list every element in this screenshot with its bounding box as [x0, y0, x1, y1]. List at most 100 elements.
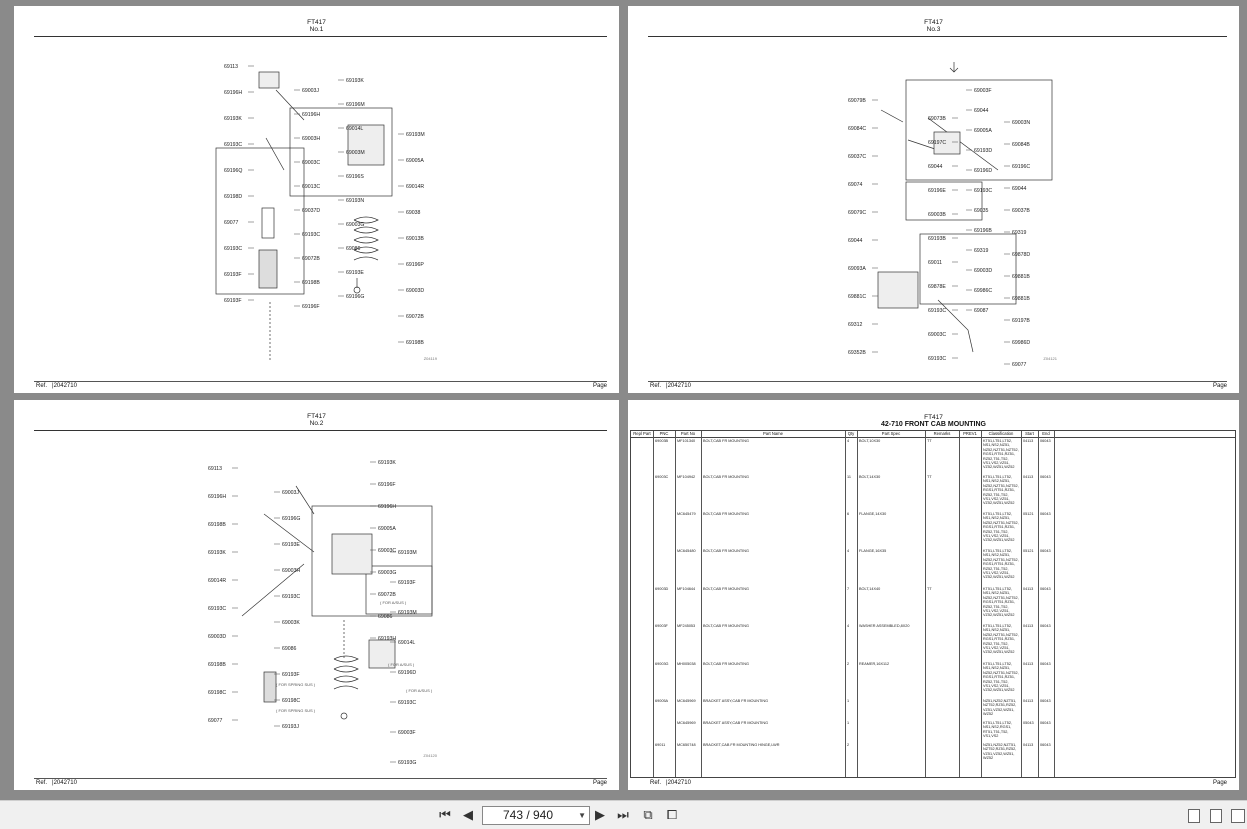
facing-view-icon[interactable]: [1231, 809, 1245, 823]
first-page-icon[interactable]: ⏮: [439, 807, 451, 822]
continuous-view-icon[interactable]: [1210, 809, 1222, 823]
part-callout: 69196H: [224, 90, 242, 96]
part-callout: 69077: [224, 220, 239, 226]
table-header-rule: [631, 437, 1235, 438]
part-callout: 69198B: [208, 522, 226, 528]
part-callout: 69086: [282, 646, 297, 652]
page-layout-icon[interactable]: ⧉: [643, 807, 653, 822]
two-page-icon[interactable]: ⧠: [666, 807, 678, 822]
footer-rule: [34, 778, 607, 779]
part-callout: 69003F: [974, 88, 992, 94]
part-callout: 69003H: [282, 568, 300, 574]
part-callout: 69881C: [848, 294, 866, 300]
part-callout: 69005A: [974, 128, 992, 134]
variant-note: ( FOR A/SUS ): [388, 662, 415, 667]
table-cell: MC650748: [677, 743, 696, 747]
exploded-diagram: 69079B69003F69073B69003N69084C6904469197…: [848, 62, 1053, 368]
part-callout: 69196S: [346, 174, 364, 180]
page-number-select[interactable]: 743 / 940 ▼: [482, 806, 590, 825]
part-callout: 69003B: [928, 212, 946, 218]
table-cell: KT51,LT51,LT52,NS1,NS2,NZ51,NZ52,NZT51,N…: [983, 549, 1019, 580]
single-page-view-icon[interactable]: [1188, 809, 1200, 823]
part-callout: 69193K: [346, 78, 364, 84]
table-cell: MC645479: [677, 512, 696, 516]
table-cell: TT: [927, 587, 932, 591]
table-cell: BOLT,CAB FR MOUNTING: [703, 439, 749, 443]
table-cell: BOLT,CAB FR MOUNTING: [703, 587, 749, 591]
part-callout: 69079B: [848, 98, 866, 104]
column-divider: [981, 431, 982, 777]
table-cell: KT51,LT51,LT52,NS1,NS2,NZ51,NZ52,NZT51,N…: [983, 624, 1019, 655]
part-callout: 69193C: [974, 188, 992, 194]
table-cell: KT51,LT51,LT52,NS1,NS2,RGS1,RT51,T51,T52…: [983, 721, 1012, 739]
part-callout: 69196F: [302, 304, 320, 310]
part-callout: 69003H: [302, 136, 320, 142]
table-cell: KT51,LT51,LT52,NS1,NS2,NZ51,NZ52,NZT51,N…: [983, 512, 1019, 543]
part-callout: 69196H: [378, 504, 396, 510]
table-cell: 69003B: [655, 439, 669, 443]
part-callout: 69072B: [302, 256, 320, 262]
part-callout: 69037D: [302, 208, 320, 214]
table-cell: 06043: [1040, 662, 1051, 666]
table-cell: KT51,LT51,LT52,NS1,NS2,NZ51,NZ52,NZT51,N…: [983, 662, 1019, 693]
table-cell: MC645969: [677, 721, 696, 725]
part-callout: 69193F: [398, 580, 416, 586]
part-callout: 69003G: [378, 570, 396, 576]
table-cell: MF101340: [677, 439, 696, 443]
part-callout: 69003C: [302, 160, 320, 166]
part-callout: 69014R: [208, 578, 226, 584]
table-cell: 05121: [1023, 549, 1034, 553]
table-cell: 06043: [1040, 699, 1051, 703]
part-callout: 69312: [848, 322, 863, 328]
part-callout: 69193C: [224, 142, 242, 148]
part-callout: 69005A: [378, 526, 396, 532]
part-callout: 69193C: [302, 232, 320, 238]
part-callout: 69093A: [848, 266, 866, 272]
table-cell: KT51,LT51,LT52,NS1,NS2,NZ51,NZ52,NZT51,N…: [983, 587, 1019, 618]
footer-rule: [648, 381, 1227, 382]
part-callout: 69193C: [398, 700, 416, 706]
part-callout: 69197B: [1012, 318, 1030, 324]
table-cell: 69011: [655, 743, 666, 747]
part-callout: 69003J: [282, 490, 299, 496]
part-callout: 69198B: [406, 340, 424, 346]
part-callout: 69198C: [208, 690, 226, 696]
figure-number: Z04119: [423, 356, 437, 361]
table-cell: REAMER,16X112: [859, 662, 890, 666]
table-cell: 04113: [1023, 624, 1034, 628]
column-header: Part Name: [701, 431, 846, 437]
prev-page-icon[interactable]: ◀: [463, 807, 473, 822]
column-divider: [845, 431, 846, 777]
table-cell: NZ51,NZ52,NZT51,NZT52,RZ51,RZ52,VZ51,VZ5…: [983, 743, 1017, 761]
part-callout: 69193C: [224, 246, 242, 252]
chevron-down-icon: ▼: [578, 811, 586, 820]
part-callout: 69196M: [346, 102, 365, 108]
next-page-icon[interactable]: ▶: [595, 807, 605, 822]
part-callout: 69113: [208, 466, 222, 472]
table-cell: 04113: [1023, 439, 1034, 443]
table-cell: 06043: [1040, 549, 1051, 553]
table-cell: MF104644: [677, 587, 696, 591]
column-divider: [857, 431, 858, 777]
part-callout: 69086: [346, 246, 361, 252]
last-page-icon[interactable]: ⏭: [617, 807, 629, 822]
table-cell: BRACKET ASSY,CAB FR MOUNTING: [703, 699, 769, 703]
part-callout: 69881B: [1012, 296, 1030, 302]
exploded-diagram: 6911369003J69193K69193M69196H69196G69196…: [208, 460, 433, 766]
table-cell: MH005038: [677, 662, 696, 666]
page-number-value: 743 / 940: [502, 808, 554, 822]
part-callout: 69038: [406, 210, 421, 216]
table-cell: 04113: [1023, 743, 1034, 747]
part-callout: 69193D: [974, 148, 992, 154]
table-cell: 06043: [1040, 439, 1051, 443]
table-cell: 69003D: [655, 587, 669, 591]
part-callout: 69193G: [398, 760, 416, 766]
part-callout: 69196Q: [224, 168, 242, 174]
table-cell: 06043: [1040, 475, 1051, 479]
part-callout: 69878D: [1012, 252, 1030, 258]
part-callout: 69072B: [406, 314, 424, 320]
header-rule: [34, 430, 607, 431]
table-cell: KT51,LT51,LT52,NS1,NS2,NZ51,NZ52,NZT51,N…: [983, 439, 1019, 470]
